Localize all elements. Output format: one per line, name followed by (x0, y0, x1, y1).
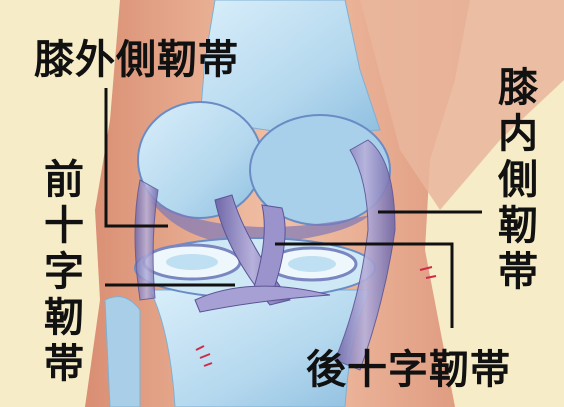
acl-label: 前十字靭帯 (40, 158, 80, 388)
fibula (105, 297, 140, 407)
pcl-label: 後十字靭帯 (306, 350, 511, 390)
mcl-label: 膝内側靭帯 (494, 66, 534, 296)
lcl-label: 膝外側靭帯 (34, 40, 239, 80)
